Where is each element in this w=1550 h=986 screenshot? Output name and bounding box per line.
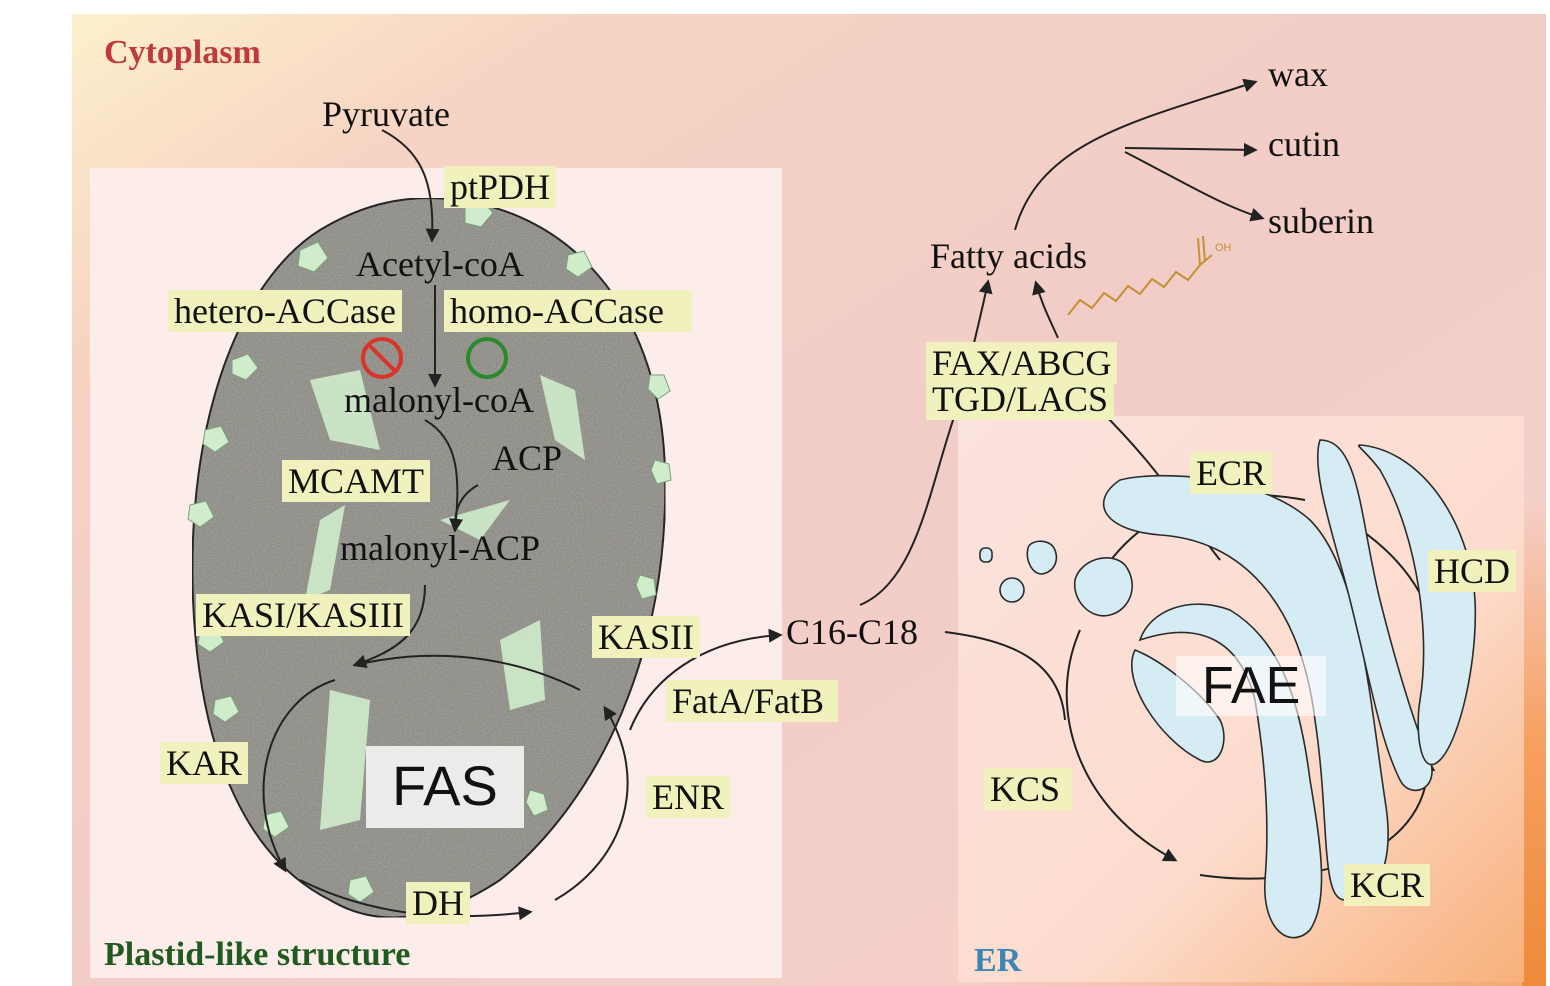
enzyme-fata-fatb: FatA/FatB (666, 680, 839, 722)
enzyme-kasi-kasiii: KASI/KASIII (196, 594, 410, 636)
metabolite-pyruvate: Pyruvate (322, 94, 450, 134)
enzyme-hetero-accase: hetero-ACCase (168, 290, 402, 332)
product-cutin: cutin (1268, 124, 1340, 164)
fatty-acid-molecule: OH (1067, 235, 1232, 316)
enzyme-ptpdh: ptPDH (444, 166, 557, 208)
enzyme-dh: DH (406, 882, 470, 924)
product-suberin: suberin (1268, 201, 1374, 241)
plastid-body (187, 196, 672, 919)
molecule-oh-label: OH (1215, 242, 1232, 254)
enzyme-enr: ENR (646, 776, 730, 818)
region-label-cytoplasm: Cytoplasm (104, 34, 261, 71)
metabolite-malonyl-coa: malonyl-coA (344, 380, 534, 420)
metabolite-c16-c18: C16-C18 (786, 612, 919, 652)
enzyme-ecr: ECR (1190, 452, 1273, 494)
enzyme-kcr: KCR (1344, 864, 1431, 906)
metabolite-acp: ACP (492, 438, 563, 478)
enzyme-kasii: KASII (592, 616, 700, 658)
homo-accase-allowed-icon (466, 337, 508, 379)
enzyme-mcamt: MCAMT (282, 460, 431, 502)
enzyme-kar: KAR (160, 742, 249, 784)
cytoplasm-edge (1522, 500, 1546, 986)
metabolite-malonyl-acp: malonyl-ACP (340, 528, 541, 568)
enzyme-fax-abcg: FAX/ABCG (926, 342, 1118, 384)
region-label-plastid: Plastid-like structure (104, 936, 411, 973)
metabolite-fatty-acids: Fatty acids (930, 236, 1087, 276)
metabolite-acetyl-coa: Acetyl-coA (356, 244, 524, 284)
enzyme-kcs: KCS (984, 768, 1073, 810)
hetero-accase-prohibited-icon (361, 337, 403, 379)
product-wax: wax (1268, 54, 1328, 94)
region-label-er: ER (974, 942, 1022, 979)
enzyme-homo-accase: homo-ACCase (444, 290, 692, 332)
enzyme-tgd-lacs: TGD/LACS (926, 378, 1115, 420)
complex-fas: FAS (366, 746, 524, 828)
enzyme-hcd: HCD (1428, 550, 1517, 592)
complex-fae: FAE (1176, 656, 1327, 716)
